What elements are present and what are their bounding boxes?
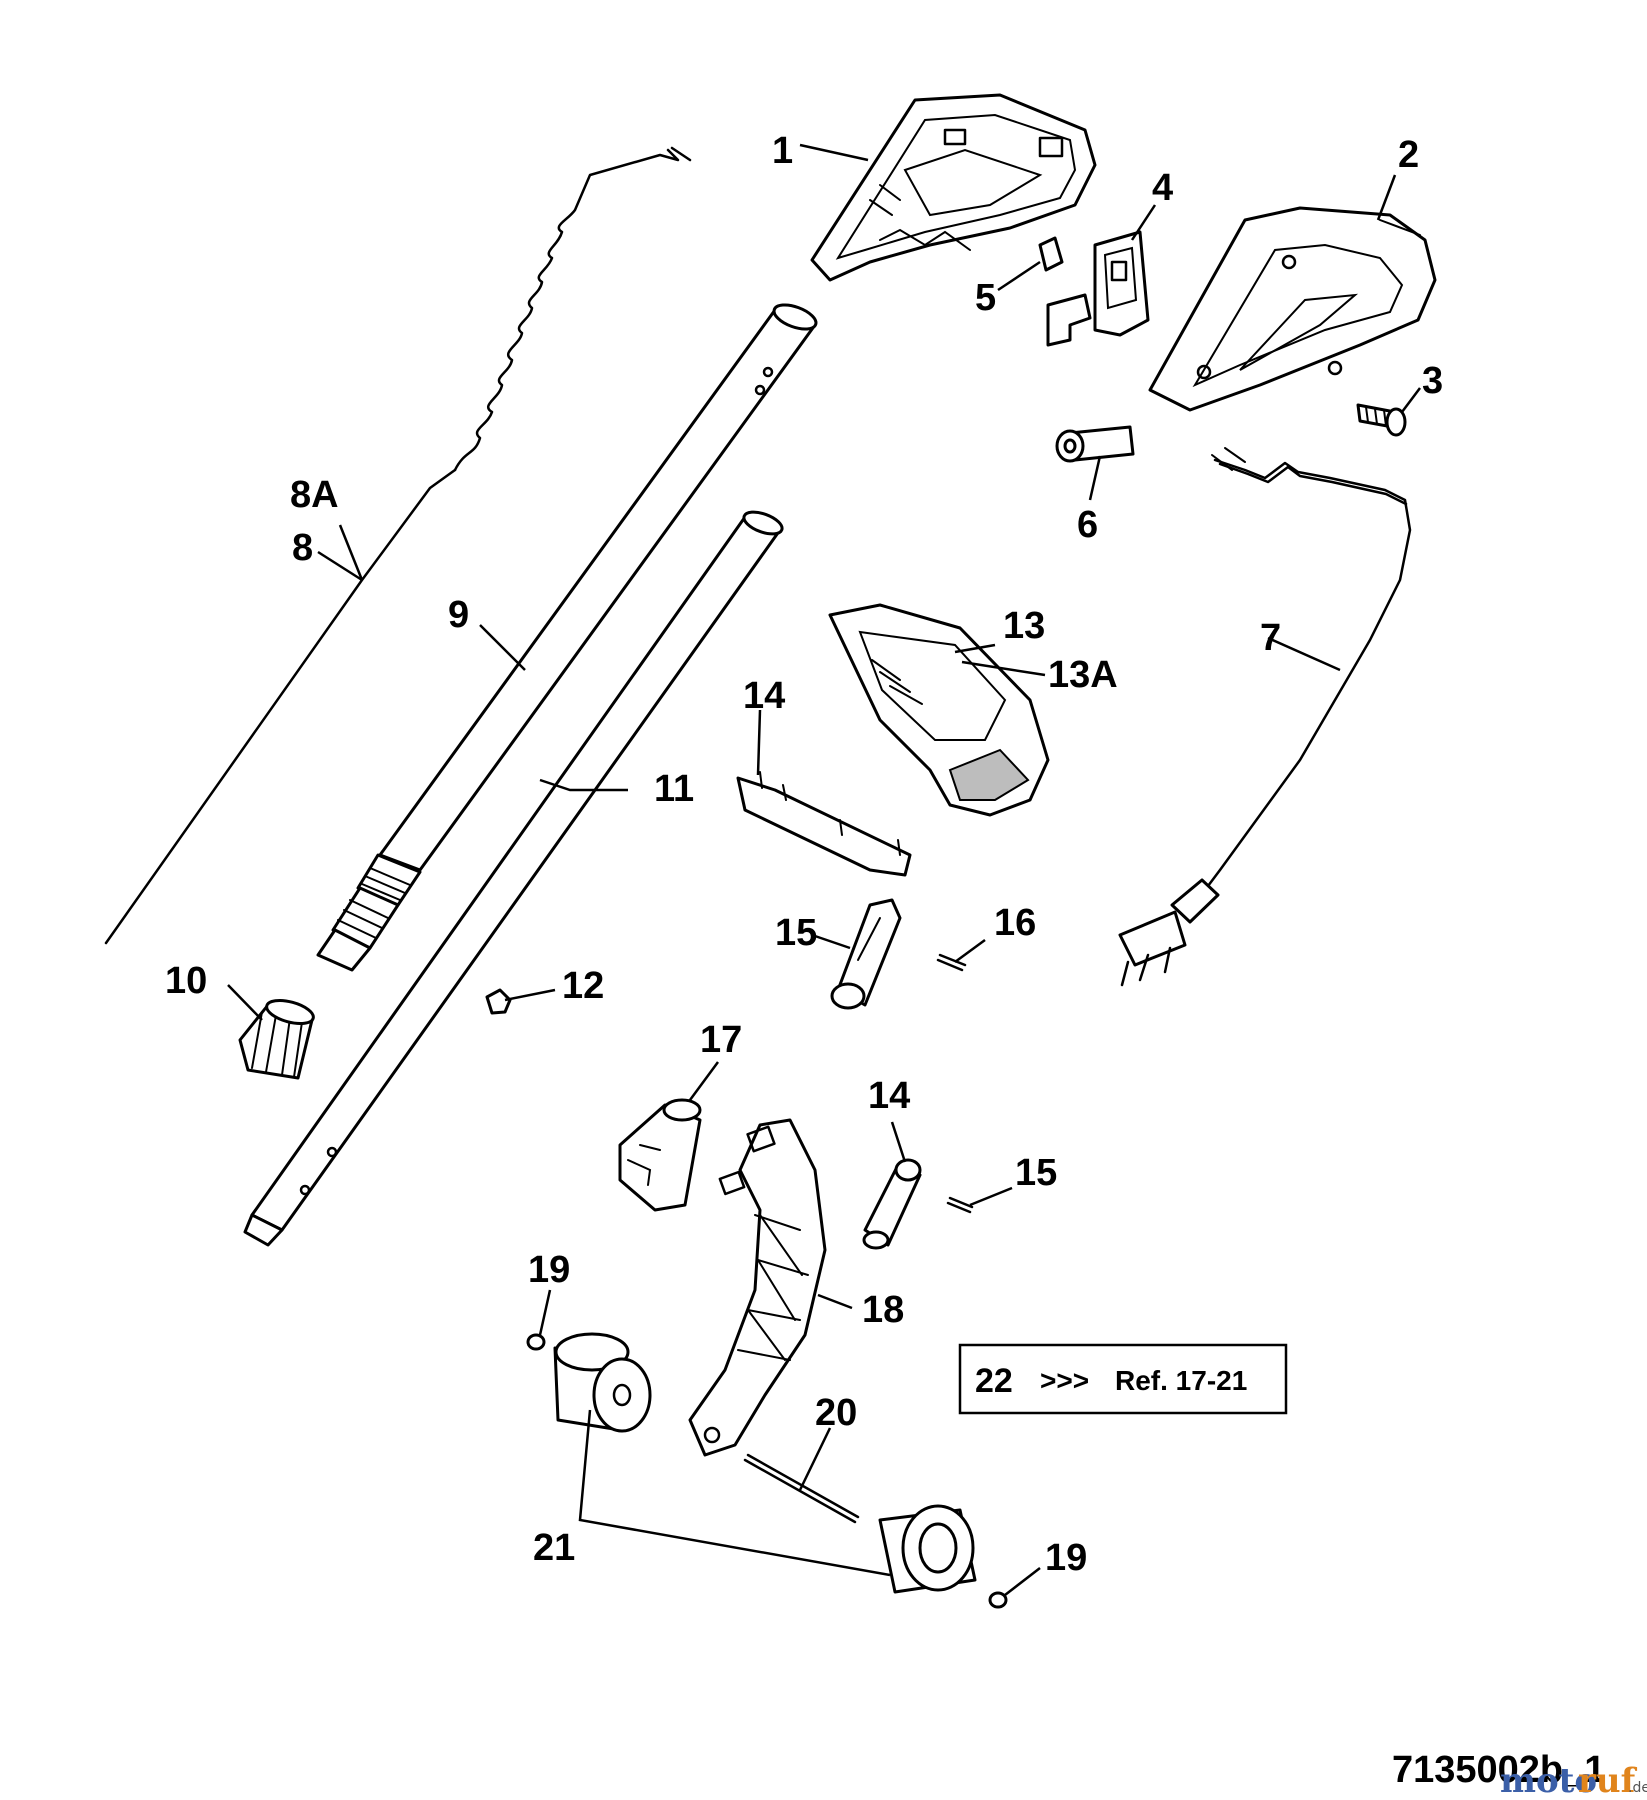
callout-3: 3 [1422,360,1443,402]
callout-13a: 13A [1048,654,1118,696]
callout-labels: 1 2 3 4 5 6 7 8A 8 9 10 11 12 13 13A 14 … [165,130,1443,1579]
callout-20: 20 [815,1392,857,1434]
watermark-part1: moto [1500,1761,1597,1800]
watermark-suffix: .de [1628,1780,1647,1796]
watermark-logo: moto ruf .de [1500,1761,1647,1800]
callout-14-upper: 14 [743,675,785,717]
callout-9: 9 [448,594,469,636]
part-3-screw [1356,403,1407,437]
part-4-switch [1046,230,1150,347]
part-12-nut [485,988,512,1015]
callout-10: 10 [165,960,207,1002]
leader-lines [227,143,1421,1596]
callout-19-lower: 19 [1045,1537,1087,1579]
part-17-clamp [618,1098,702,1212]
part-2-handle-cover [1148,206,1437,412]
part-1-housing-half [810,93,1097,282]
figure-id: 7135002b_1 [1392,1749,1605,1791]
part-14-cover-strip [736,771,912,877]
part-19-clip-upper [526,1333,546,1351]
part-6-sleeve [1055,425,1135,463]
callout-15-lower: 15 [1015,1152,1057,1194]
callout-15-upper: 15 [775,912,817,954]
part-10-locking-knob [238,999,315,1080]
reference-number: 22 [975,1362,1013,1400]
callout-8: 8 [292,527,313,569]
part-11-lower-shaft [243,510,784,1247]
callout-1: 1 [772,130,793,172]
callout-5: 5 [975,277,996,319]
callout-14-lower: 14 [868,1075,910,1117]
part-13-handle-bracket [828,603,1050,817]
callout-16: 16 [994,902,1036,944]
callout-19-upper: 19 [528,1249,570,1291]
part-15-lower-pin [946,1196,974,1214]
reference-box: 22 >>> Ref. 17-21 [958,1343,1288,1415]
reference-text: Ref. 17-21 [1115,1365,1247,1396]
watermark-part2: ruf [1578,1761,1638,1800]
callout-18: 18 [862,1289,904,1331]
callout-2: 2 [1398,134,1419,176]
callout-6: 6 [1077,504,1098,546]
part-16-pin [936,953,967,972]
callout-21: 21 [533,1527,575,1569]
callout-8a: 8A [290,474,339,516]
part-18-bow-handle [688,1118,827,1457]
callout-4: 4 [1152,167,1173,209]
callout-17: 17 [700,1019,742,1061]
callout-11: 11 [654,768,694,810]
part-14-lower-toggle [862,1158,922,1250]
part-7-power-cable [1118,447,1412,987]
part-19-clip-lower [988,1591,1008,1609]
callout-13: 13 [1003,605,1045,647]
part-21-wheels [553,1332,977,1594]
callout-12: 12 [562,965,604,1007]
part-15-latch [830,898,902,1010]
part-5-small-block [1038,236,1064,272]
reference-arrows: >>> [1040,1365,1089,1396]
part-9-upper-shaft [316,303,818,972]
part-8-wire-rod [104,146,692,945]
callout-7: 7 [1260,617,1281,659]
